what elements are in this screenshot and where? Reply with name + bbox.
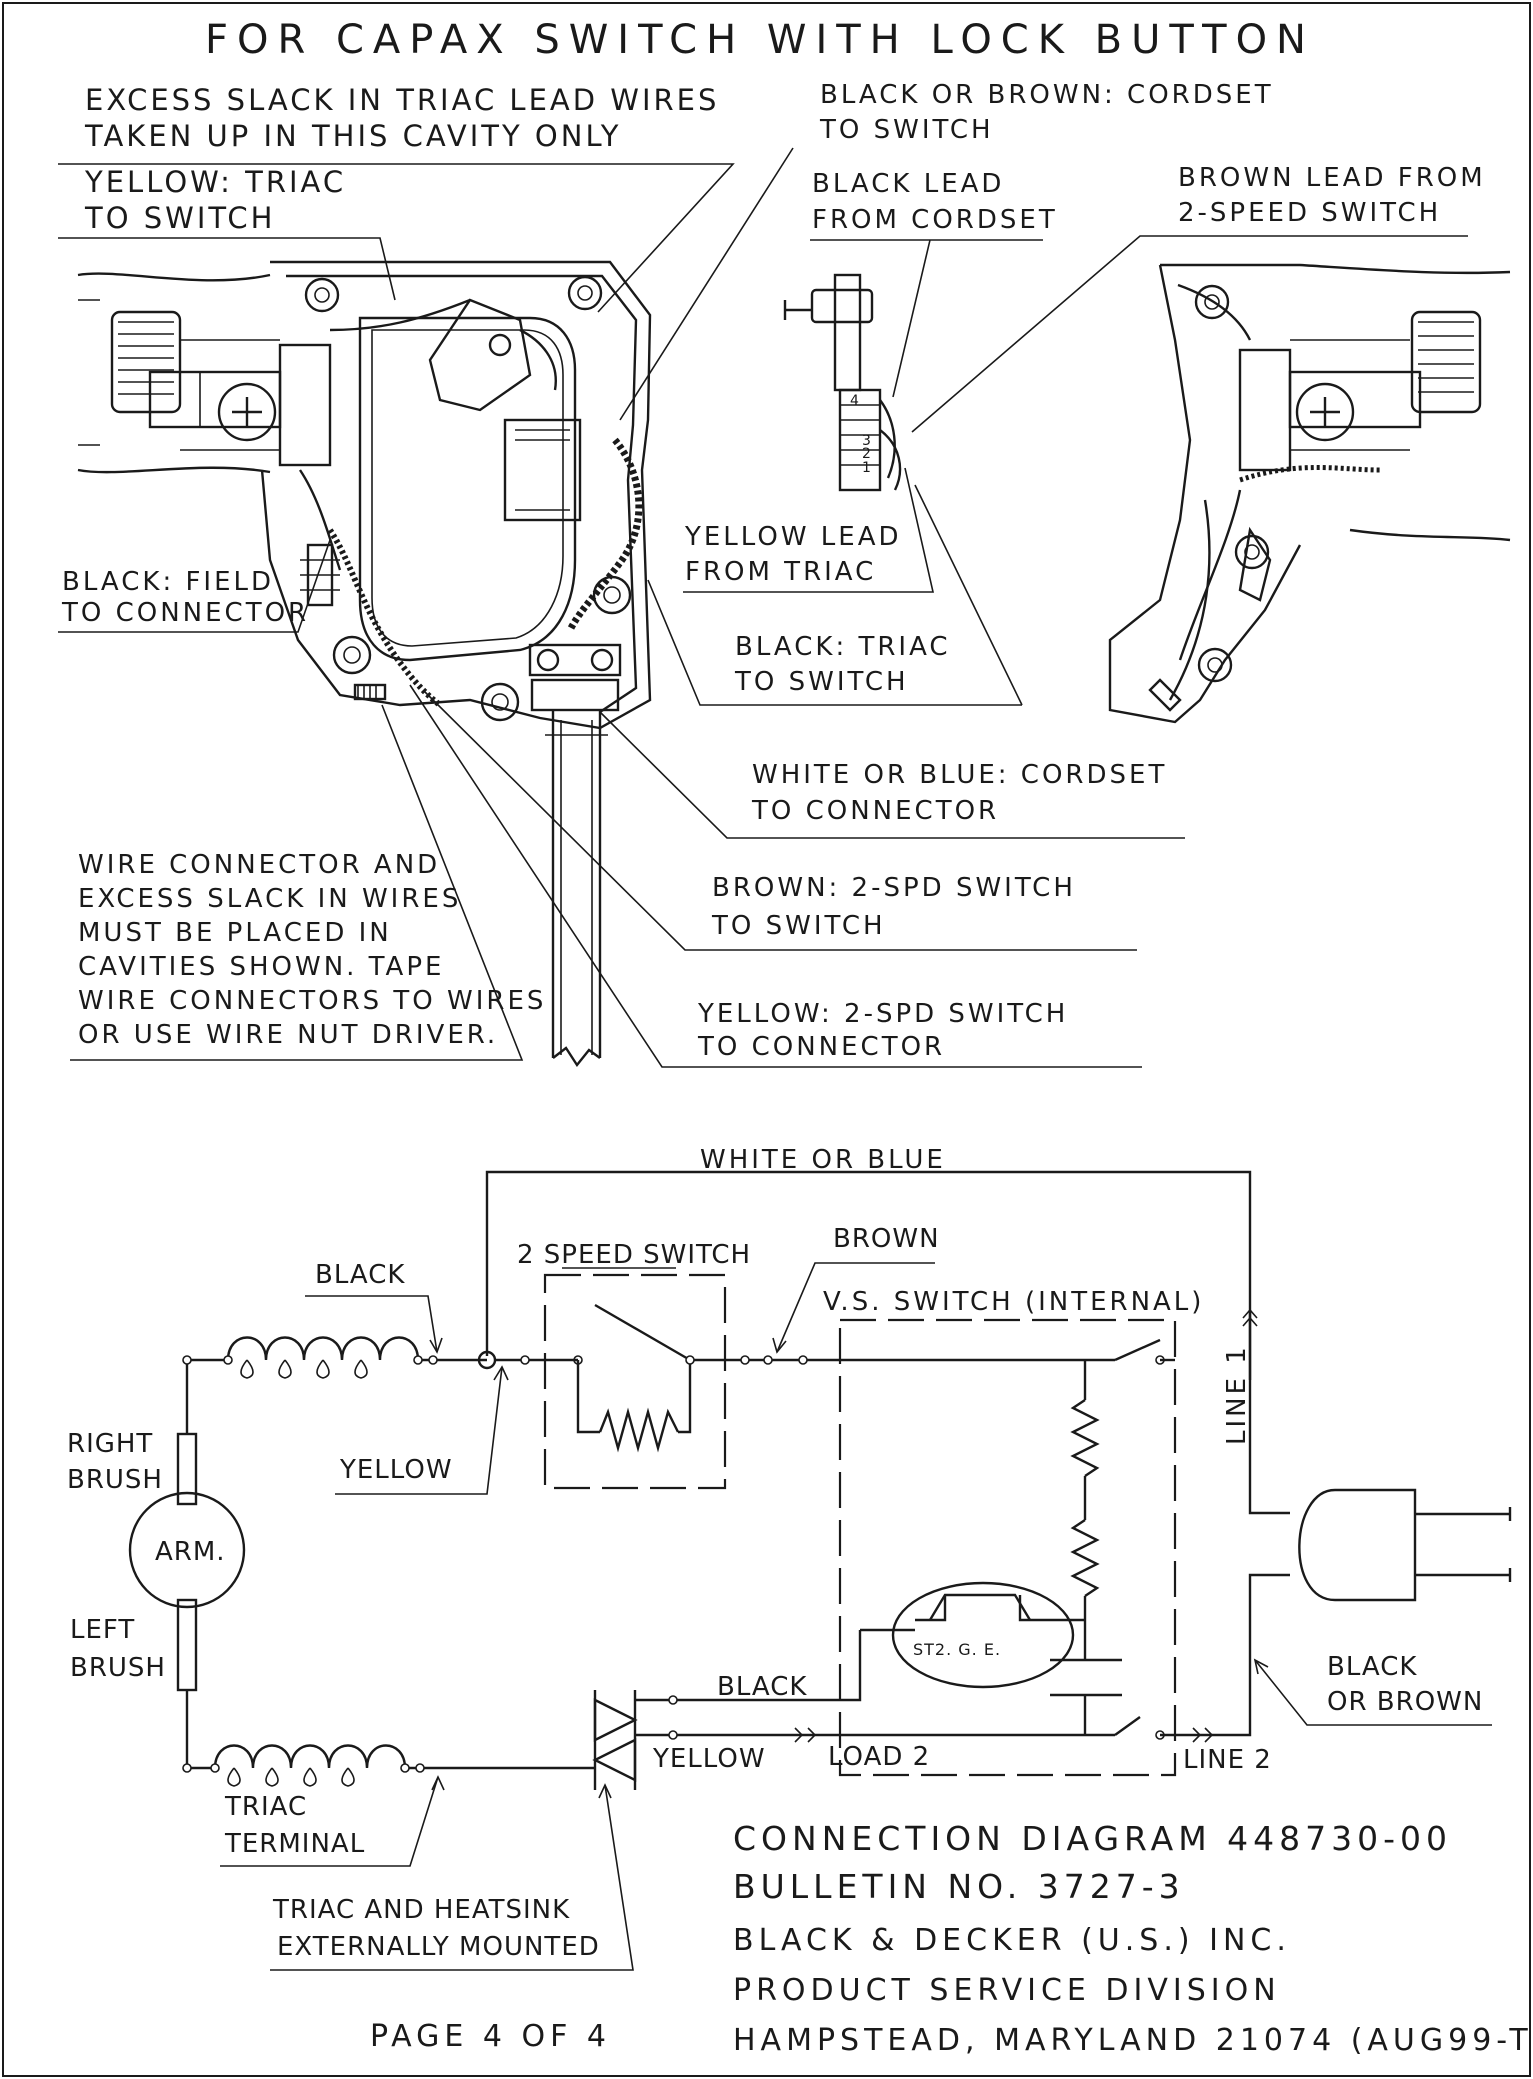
label-black-bottom: BLACK xyxy=(717,1672,807,1702)
callout-yellow-2spd: YELLOW: 2-SPD SWITCH TO CONNECTOR xyxy=(409,684,1142,1068)
label-black-or-brown-1: BLACK xyxy=(1327,1652,1417,1682)
svg-text:FROM CORDSET: FROM CORDSET xyxy=(812,205,1058,235)
svg-text:TO CONNECTOR: TO CONNECTOR xyxy=(751,796,999,826)
title-block: CONNECTION DIAGRAM 448730-00 BULLETIN NO… xyxy=(370,1819,1533,2058)
label-white-or-blue: WHITE OR BLUE xyxy=(700,1145,946,1175)
svg-text:YELLOW: TRIAC: YELLOW: TRIAC xyxy=(84,165,346,199)
svg-text:BROWN LEAD FROM: BROWN LEAD FROM xyxy=(1178,163,1486,193)
label-line2: LINE 2 xyxy=(1183,1745,1272,1775)
tool-housing-left-view xyxy=(77,260,652,1068)
tool-housing-right-view xyxy=(1108,263,1511,724)
callout-excess-slack: EXCESS SLACK IN TRIAC LEAD WIRES TAKEN U… xyxy=(58,83,735,313)
terminal-4: 4 xyxy=(850,393,859,409)
callout-black-triac: BLACK: TRIAC TO SWITCH xyxy=(647,484,1023,706)
label-left-brush-2: BRUSH xyxy=(70,1653,166,1683)
label-triac-heatsink-1: TRIAC AND HEATSINK xyxy=(272,1895,570,1925)
label-vs-switch: V.S. SWITCH (INTERNAL) xyxy=(823,1287,1204,1317)
terminal-2: 2 xyxy=(862,446,871,462)
label-yellow-bottom: YELLOW xyxy=(652,1744,766,1774)
label-arm: ARM. xyxy=(155,1537,226,1567)
label-right-brush-1: RIGHT xyxy=(67,1429,153,1459)
label-triac-terminal-1: TRIAC xyxy=(224,1792,307,1822)
callout-black-lead: BLACK LEAD FROM CORDSET xyxy=(810,169,1058,398)
svg-text:TO SWITCH: TO SWITCH xyxy=(84,201,275,235)
svg-text:TO SWITCH: TO SWITCH xyxy=(711,911,886,941)
label-line1: LINE 1 xyxy=(1222,1344,1252,1445)
label-st2ge: ST2. G. E. xyxy=(913,1640,1001,1659)
svg-text:2-SPEED SWITCH: 2-SPEED SWITCH xyxy=(1178,198,1441,228)
svg-text:WIRE CONNECTOR AND: WIRE CONNECTOR AND xyxy=(78,850,440,880)
terminal-3: 3 xyxy=(862,433,871,449)
callout-yellow-lead: YELLOW LEAD FROM TRIAC xyxy=(683,467,935,593)
division-name: PRODUCT SERVICE DIVISION xyxy=(733,1973,1281,2008)
svg-text:BLACK: FIELD: BLACK: FIELD xyxy=(62,567,274,597)
bulletin-number: BULLETIN NO. 3727-3 xyxy=(733,1867,1185,1906)
svg-text:TO CONNECTOR: TO CONNECTOR xyxy=(61,598,309,628)
svg-text:OR USE WIRE NUT DRIVER.: OR USE WIRE NUT DRIVER. xyxy=(78,1020,498,1050)
label-black-top: BLACK xyxy=(315,1260,405,1290)
svg-text:WHITE OR BLUE: CORDSET: WHITE OR BLUE: CORDSET xyxy=(752,760,1167,790)
svg-text:BLACK OR BROWN: CORDSET: BLACK OR BROWN: CORDSET xyxy=(820,80,1274,110)
label-brown: BROWN xyxy=(833,1224,940,1254)
svg-text:TO SWITCH: TO SWITCH xyxy=(819,115,994,145)
terminal-1: 1 xyxy=(862,460,871,476)
label-two-speed-switch: 2 SPEED SWITCH xyxy=(517,1240,751,1270)
diagram-number: CONNECTION DIAGRAM 448730-00 xyxy=(733,1819,1452,1858)
armature-symbol xyxy=(128,1491,246,1609)
label-triac-terminal-2: TERMINAL xyxy=(224,1829,365,1859)
st2-ge-device xyxy=(891,1581,1075,1689)
svg-text:BLACK LEAD: BLACK LEAD xyxy=(812,169,1004,199)
svg-text:CAVITIES SHOWN. TAPE: CAVITIES SHOWN. TAPE xyxy=(78,952,444,982)
label-left-brush-1: LEFT xyxy=(70,1615,135,1645)
svg-text:WIRE CONNECTORS TO WIRES: WIRE CONNECTORS TO WIRES xyxy=(78,986,546,1016)
switch-detail: 4 3 2 1 xyxy=(783,273,902,492)
svg-text:EXCESS SLACK IN TRIAC LEAD WIR: EXCESS SLACK IN TRIAC LEAD WIRES xyxy=(85,83,719,117)
svg-text:YELLOW LEAD: YELLOW LEAD xyxy=(684,522,902,552)
company-name: BLACK & DECKER (U.S.) INC. xyxy=(733,1923,1291,1958)
label-yellow-top: YELLOW xyxy=(339,1455,453,1485)
page-number: PAGE 4 OF 4 xyxy=(370,2019,611,2054)
power-plug-icon xyxy=(1298,1488,1512,1602)
callout-white-blue: WHITE OR BLUE: CORDSET TO CONNECTOR xyxy=(599,711,1185,839)
svg-text:MUST BE PLACED IN: MUST BE PLACED IN xyxy=(78,918,392,948)
page-title: FOR CAPAX SWITCH WITH LOCK BUTTON xyxy=(205,17,1315,63)
label-load2: LOAD 2 xyxy=(828,1742,930,1772)
svg-text:TO CONNECTOR: TO CONNECTOR xyxy=(697,1032,945,1062)
svg-text:YELLOW: 2-SPD SWITCH: YELLOW: 2-SPD SWITCH xyxy=(697,999,1068,1029)
callout-wire-connector: WIRE CONNECTOR AND EXCESS SLACK IN WIRES… xyxy=(70,704,546,1061)
callout-brown-lead: BROWN LEAD FROM 2-SPEED SWITCH xyxy=(911,163,1486,433)
label-right-brush-2: BRUSH xyxy=(67,1465,163,1495)
svg-text:BLACK: TRIAC: BLACK: TRIAC xyxy=(735,632,951,662)
callout-black-field: BLACK: FIELD TO CONNECTOR xyxy=(58,539,331,633)
address: HAMPSTEAD, MARYLAND 21074 (AUG99-TS) xyxy=(733,2023,1533,2058)
svg-text:TAKEN UP IN THIS CAVITY ONLY: TAKEN UP IN THIS CAVITY ONLY xyxy=(84,119,621,153)
svg-text:BROWN: 2-SPD SWITCH: BROWN: 2-SPD SWITCH xyxy=(712,873,1076,903)
callout-black-brown-cordset: BLACK OR BROWN: CORDSET TO SWITCH xyxy=(619,80,1274,421)
label-black-or-brown-2: OR BROWN xyxy=(1327,1687,1483,1717)
svg-text:FROM TRIAC: FROM TRIAC xyxy=(685,557,876,587)
callout-yellow-triac: YELLOW: TRIAC TO SWITCH xyxy=(58,165,396,301)
schematic: WHITE OR BLUE ARM. RIGHT BRUSH LEFT BRUS… xyxy=(67,1145,1512,1971)
callout-brown-2spd: BROWN: 2-SPD SWITCH TO SWITCH xyxy=(424,691,1137,951)
svg-text:EXCESS SLACK IN WIRES: EXCESS SLACK IN WIRES xyxy=(78,884,461,914)
svg-text:TO SWITCH: TO SWITCH xyxy=(734,667,909,697)
label-triac-heatsink-2: EXTERNALLY MOUNTED xyxy=(277,1932,600,1962)
